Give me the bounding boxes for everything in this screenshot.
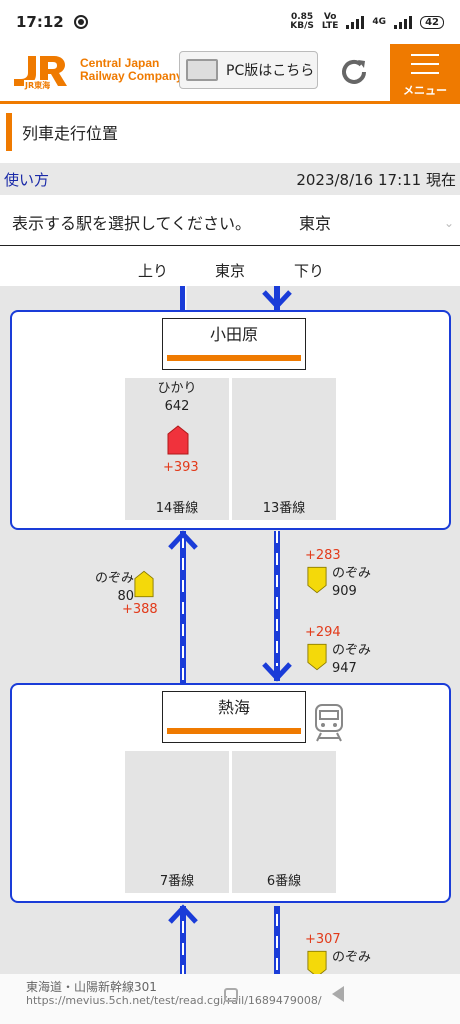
train-number: 642 <box>164 399 190 414</box>
platform-14: ひかり 642 +393 14番線 <box>125 378 229 520</box>
train-info-hikari[interactable]: ひかり 642 <box>125 380 229 416</box>
station-name-box: 熱海 <box>162 691 306 743</box>
platform-label: 6番線 <box>266 874 302 889</box>
menu-button[interactable]: メニュー <box>390 44 460 104</box>
refresh-icon <box>342 59 366 84</box>
up-direction-label: 上り <box>138 262 169 280</box>
info-bar: 使い方 2023/8/16 17:11 現在 <box>0 163 460 195</box>
train-delay: +388 <box>122 602 158 617</box>
chevron-down-icon: ⌄ <box>443 215 454 230</box>
station-select[interactable]: 東京 ⌄ <box>299 213 454 233</box>
station-atami: 熱海 7番線 6番線 <box>10 683 451 903</box>
station-name-box: 小田原 <box>162 318 306 370</box>
train-delay: +393 <box>163 460 199 475</box>
page-title: 列車走行位置 <box>6 113 454 151</box>
track-lines <box>168 286 292 974</box>
hamburger-icon <box>411 54 439 81</box>
train-delay: +294 <box>305 625 341 640</box>
train-type[interactable]: のぞみ <box>332 950 372 965</box>
nozomi-up-train-icon[interactable] <box>134 569 154 599</box>
direction-header: 上り 東京 下り <box>0 256 460 284</box>
train-type: ひかり <box>157 381 197 396</box>
status-bar: 17:12 0.85 KB/S Vo LTE 4G 42 <box>0 0 460 44</box>
station-name: 小田原 <box>209 325 258 344</box>
watermark-url: https://mevius.5ch.net/test/read.cgi/rai… <box>26 994 322 1007</box>
train-number: 909 <box>332 584 357 599</box>
track-diagram[interactable]: 小田原 ひかり 642 +393 14番線 13番線 のぞみ 80 +388 +… <box>0 286 460 974</box>
platform-6: 6番線 <box>232 751 336 893</box>
select-prompt: 表示する駅を選択してください。 <box>12 213 252 233</box>
network-type: 4G <box>372 16 387 27</box>
watermark-title: 東海道・山陽新幹線301 <box>26 980 157 994</box>
nav-back-icon[interactable] <box>332 986 344 1002</box>
train-station-icon <box>315 704 343 742</box>
train-type: のぞみ <box>332 566 372 581</box>
status-time: 17:12 <box>16 13 64 31</box>
platform-13: 13番線 <box>232 378 336 520</box>
howto-link[interactable]: 使い方 <box>4 170 50 189</box>
train-number: 80 <box>117 589 134 604</box>
train-info-nozomi-909[interactable]: のぞみ 909 <box>332 565 371 601</box>
site-header: JR東海 Central Japan Railway Company PC版はこ… <box>0 44 460 104</box>
bottom-bar: 東海道・山陽新幹線301 https://mevius.5ch.net/test… <box>0 974 460 1024</box>
nozomi-down-train-icon[interactable] <box>307 565 327 595</box>
screen-record-icon <box>73 15 88 29</box>
battery-icon: 42 <box>420 15 444 29</box>
direction-station-label: 東京 <box>215 262 246 280</box>
signal-icon <box>346 15 365 29</box>
refresh-button[interactable] <box>334 52 374 92</box>
nozomi-down-train-icon[interactable] <box>307 949 327 974</box>
station-bar <box>167 728 301 734</box>
hikari-train-icon[interactable] <box>167 425 189 455</box>
train-type: のぞみ <box>332 643 372 658</box>
station-name: 熱海 <box>217 698 250 717</box>
station-odawara: 小田原 ひかり 642 +393 14番線 13番線 <box>10 310 451 530</box>
train-delay: +283 <box>305 548 341 563</box>
train-number: 947 <box>332 661 357 676</box>
platform-label: 7番線 <box>159 874 195 889</box>
jr-logo[interactable]: JR東海 <box>12 54 68 92</box>
station-select-row: 表示する駅を選択してください。 東京 ⌄ <box>0 198 460 246</box>
nozomi-down-train-icon[interactable] <box>307 642 327 672</box>
network-speed: 0.85 KB/S <box>290 12 314 31</box>
platform-7: 7番線 <box>125 751 229 893</box>
monitor-icon <box>186 59 218 81</box>
train-info-nozomi-up[interactable]: のぞみ 80 <box>86 570 134 606</box>
station-bar <box>167 355 301 361</box>
pc-version-button[interactable]: PC版はこちら <box>179 51 318 89</box>
jr-tokai-label: JR東海 <box>24 80 52 91</box>
signal-icon-2 <box>394 15 413 29</box>
train-type: のぞみ <box>94 571 134 586</box>
train-info-nozomi-947[interactable]: のぞみ 947 <box>332 642 371 678</box>
volte-indicator: Vo LTE <box>321 12 339 31</box>
status-icons: 0.85 KB/S Vo LTE 4G 42 <box>290 13 444 31</box>
platform-label: 13番線 <box>262 501 306 516</box>
nav-home-button[interactable] <box>224 988 238 1002</box>
platform-label: 14番線 <box>155 501 199 516</box>
company-name: Central Japan Railway Company <box>80 56 183 83</box>
down-direction-label: 下り <box>294 262 325 280</box>
update-timestamp: 2023/8/16 17:11 現在 <box>296 170 456 189</box>
train-delay: +307 <box>305 932 341 947</box>
